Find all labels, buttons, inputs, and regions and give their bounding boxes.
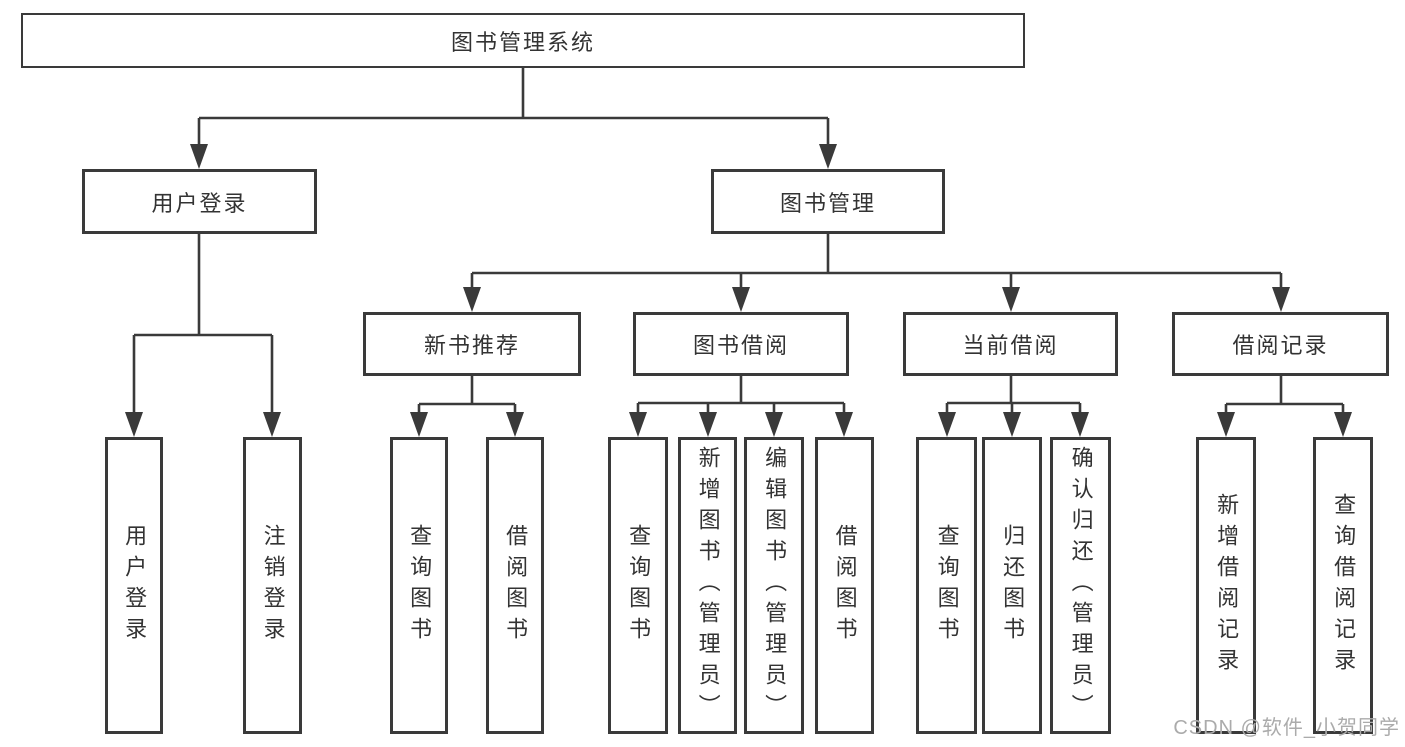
arrow-down-icon xyxy=(190,144,208,169)
arrow-down-icon xyxy=(125,412,143,437)
arrow-down-icon xyxy=(1272,287,1290,312)
node-new-book-recommend: 新书推荐 xyxy=(363,312,581,376)
arrow-down-icon xyxy=(938,412,956,437)
leaf-newbook-borrow: 借阅图书 xyxy=(486,437,544,734)
node-current-borrow: 当前借阅 xyxy=(903,312,1118,376)
node-borrow-records: 借阅记录 xyxy=(1172,312,1389,376)
arrow-down-icon xyxy=(463,287,481,312)
arrow-down-icon xyxy=(506,412,524,437)
node-book-management: 图书管理 xyxy=(711,169,945,234)
arrow-down-icon xyxy=(732,287,750,312)
leaf-borrow-add-admin: 新增图书（管理员） xyxy=(678,437,737,734)
arrow-down-icon xyxy=(263,412,281,437)
arrow-down-icon xyxy=(1071,412,1089,437)
leaf-records-query: 查询借阅记录 xyxy=(1313,437,1373,734)
arrow-down-icon xyxy=(835,412,853,437)
leaf-newbook-query: 查询图书 xyxy=(390,437,448,734)
arrow-down-icon xyxy=(1003,412,1021,437)
connector-lines xyxy=(132,68,1345,415)
leaf-logout: 注销登录 xyxy=(243,437,302,734)
leaf-records-add: 新增借阅记录 xyxy=(1196,437,1256,734)
arrow-down-icon xyxy=(819,144,837,169)
leaf-current-confirm-admin: 确认归还（管理员） xyxy=(1050,437,1111,734)
arrow-down-icon xyxy=(410,412,428,437)
leaf-current-query: 查询图书 xyxy=(916,437,977,734)
node-user-login: 用户登录 xyxy=(82,169,317,234)
leaf-current-return: 归还图书 xyxy=(982,437,1042,734)
leaf-borrow-query: 查询图书 xyxy=(608,437,668,734)
leaf-user-login: 用户登录 xyxy=(105,437,163,734)
watermark-text: CSDN @软件_小贺同学 xyxy=(1173,717,1400,739)
leaf-borrow-borrow: 借阅图书 xyxy=(815,437,874,734)
node-book-borrow: 图书借阅 xyxy=(633,312,849,376)
arrow-down-icon xyxy=(1334,412,1352,437)
leaf-borrow-edit-admin: 编辑图书（管理员） xyxy=(744,437,804,734)
arrowheads xyxy=(125,144,1352,437)
arrow-down-icon xyxy=(765,412,783,437)
arrow-down-icon xyxy=(1217,412,1235,437)
node-library-system: 图书管理系统 xyxy=(21,13,1025,68)
arrow-down-icon xyxy=(699,412,717,437)
arrow-down-icon xyxy=(1002,287,1020,312)
arrow-down-icon xyxy=(629,412,647,437)
